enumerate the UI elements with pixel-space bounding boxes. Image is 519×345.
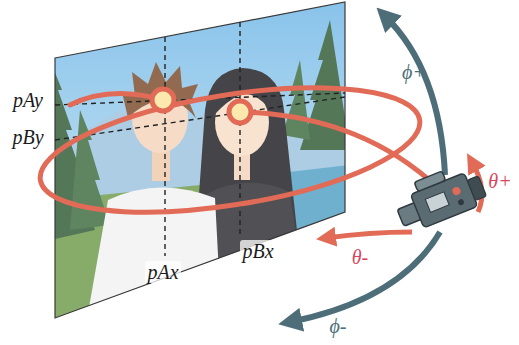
angle-label: θ- [350,246,370,268]
axis-label: pAx [145,261,180,283]
phi-minus-arrow [290,232,440,322]
angle-label: ϕ+ [400,61,428,83]
camera-icon [390,159,489,235]
grid-lines [55,22,345,256]
orbit-paths [32,66,438,235]
angle-label: θ+ [486,170,513,192]
target-points [152,89,251,123]
axis-label: pBy [10,126,45,148]
panel-outline [55,2,345,318]
theta-minus-arrow [326,232,412,238]
axis-label: pAy [11,89,45,111]
axis-label: pBx [240,240,275,262]
phi-plus-arrow [385,16,445,175]
picture-panel [50,0,350,330]
angle-label: ϕ- [327,315,348,337]
